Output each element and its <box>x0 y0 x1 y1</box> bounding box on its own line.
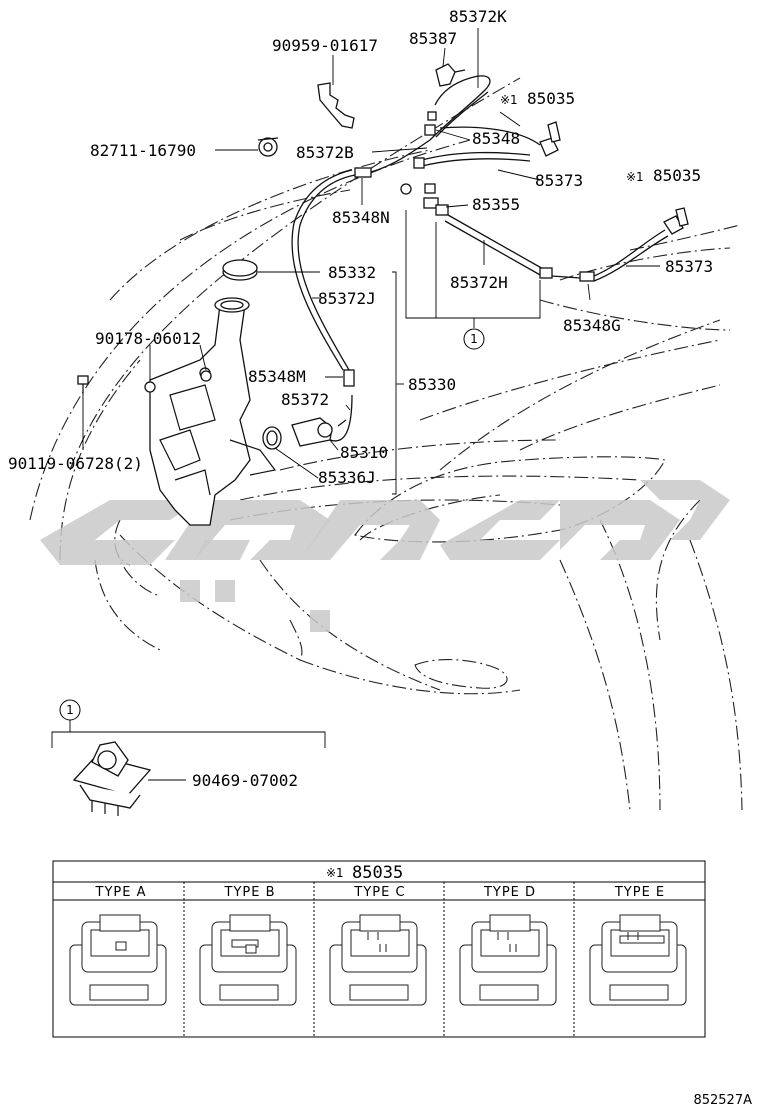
label-82711-16790: 82711-16790 <box>90 141 196 160</box>
label-90959-01617: 90959-01617 <box>272 36 378 55</box>
svg-text:1: 1 <box>66 703 74 717</box>
callout-1-main: 1 <box>463 328 485 350</box>
hose-85373-right <box>593 229 666 277</box>
label-85348N: 85348N <box>332 208 390 227</box>
label-85355: 85355 <box>472 195 520 214</box>
label-90469-07002: 90469-07002 <box>192 771 298 790</box>
washer-tank-85330 <box>144 297 277 526</box>
clip-85387 <box>435 63 466 87</box>
nozzle-type-e-illustration <box>589 914 687 1006</box>
washer-pump-85310 <box>291 417 347 447</box>
joint-85348N <box>354 167 372 178</box>
label-85348M: 85348M <box>248 367 306 386</box>
type-a-label: TYPE A <box>95 885 147 900</box>
label-85332: 85332 <box>328 263 376 282</box>
type-e-label: TYPE E <box>614 885 665 900</box>
table-ref-mark: ※1 <box>326 866 344 880</box>
callout-1-detail: 1 <box>59 699 81 721</box>
label-85372K: 85372K <box>449 7 507 26</box>
clip-90469 <box>72 741 152 816</box>
table-title: 85035 <box>352 863 403 883</box>
vehicle-body-outline <box>29 77 743 811</box>
label-90119-06728: 90119-06728(2) <box>8 454 143 473</box>
grommet-85336J <box>262 426 282 450</box>
label-85372B: 85372B <box>296 143 354 162</box>
label-85372H: 85372H <box>450 273 508 292</box>
ref-mark-1: ※1 <box>500 93 518 107</box>
nozzle-type-a-illustration <box>69 914 167 1006</box>
ref-mark-2: ※1 <box>626 170 644 184</box>
svg-text:1: 1 <box>470 332 478 346</box>
label-85035-b: 85035 <box>653 166 701 185</box>
label-85310: 85310 <box>340 443 388 462</box>
label-85372: 85372 <box>281 390 329 409</box>
nozzle-type-d-illustration <box>459 914 557 1006</box>
label-85372J: 85372J <box>318 289 376 308</box>
hose-85372B <box>370 139 431 173</box>
joint-85348 <box>400 111 437 195</box>
washer-cap-85332 <box>222 259 258 281</box>
type-d-label: TYPE D <box>483 885 536 900</box>
hose-85373-upper <box>421 151 531 161</box>
label-90178-06012: 90178-06012 <box>95 329 201 348</box>
hose-to-nozzle <box>439 126 541 146</box>
nozzle-type-table: ※1 85035 TYPE A TYPE B TYPE C TYPE D TYP… <box>52 860 706 1038</box>
label-85348: 85348 <box>472 129 520 148</box>
nozzle-type-c-illustration <box>329 914 427 1006</box>
label-85348G: 85348G <box>563 316 621 335</box>
hose-85372 <box>329 394 353 442</box>
hose-85372H <box>447 214 546 271</box>
bolt-90119 <box>77 375 89 394</box>
watermark-logo <box>40 480 730 632</box>
nozzle-85035-left <box>539 121 561 157</box>
hose-85372J <box>297 174 356 371</box>
leader-lines <box>51 28 660 781</box>
clamp-90959 <box>317 82 355 129</box>
nozzle-85035-right <box>663 207 689 235</box>
clamp-82711 <box>257 137 279 157</box>
illustration-code: 852527A <box>693 1093 752 1108</box>
label-85373-a: 85373 <box>535 171 583 190</box>
nut-90178 <box>200 370 212 382</box>
label-85387: 85387 <box>409 29 457 48</box>
nozzle-type-b-illustration <box>199 914 297 1006</box>
label-85336J: 85336J <box>318 468 376 487</box>
joint-85348G <box>579 271 595 282</box>
label-85330: 85330 <box>408 375 456 394</box>
type-b-label: TYPE B <box>224 885 276 900</box>
type-c-label: TYPE C <box>353 885 405 900</box>
part-labels: 85372K 90959-01617 85387 ※1 85035 82711-… <box>8 7 713 790</box>
joint-85348M <box>343 369 355 387</box>
label-85035-a: 85035 <box>527 89 575 108</box>
valve-85355 <box>423 197 449 216</box>
label-85373-b: 85373 <box>665 257 713 276</box>
hose-85372K <box>429 75 491 141</box>
